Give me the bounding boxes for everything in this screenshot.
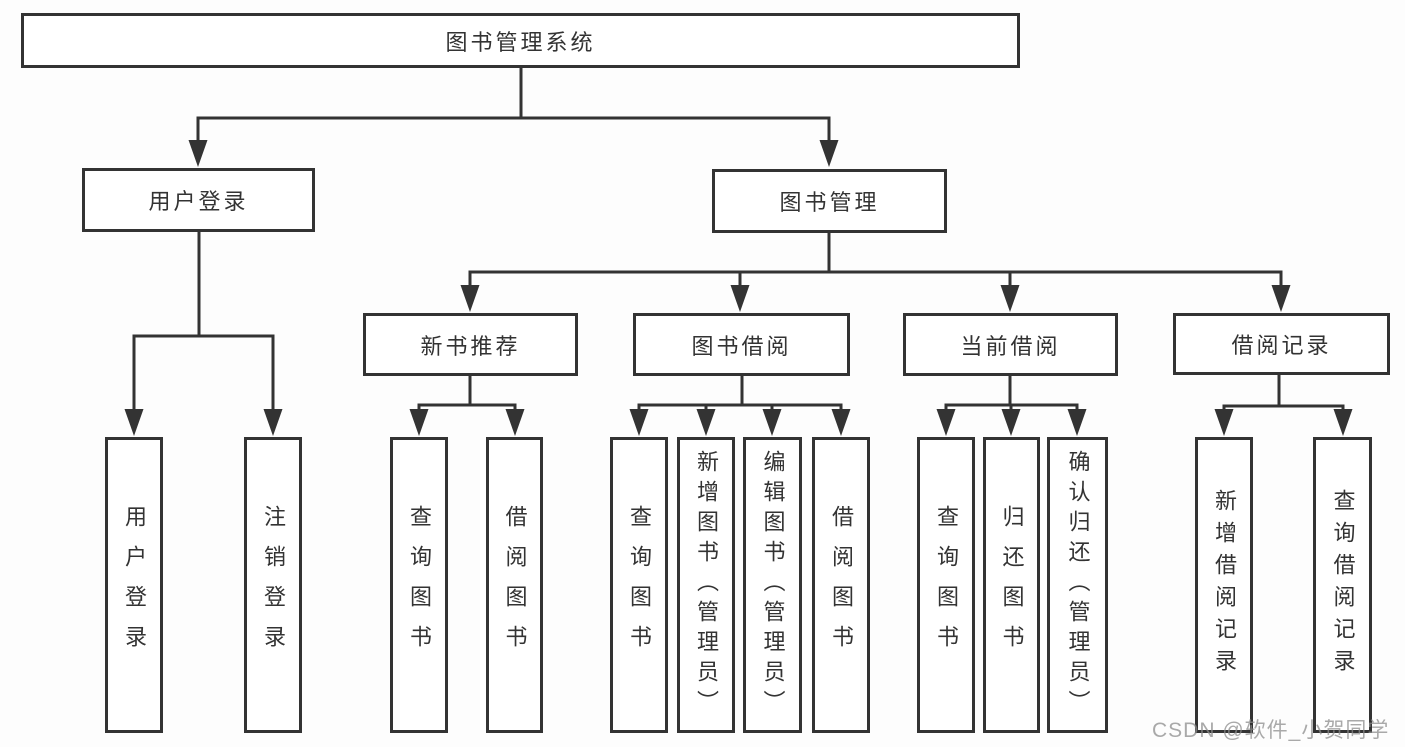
node-new-book-recommend-label: 新书推荐 — [420, 333, 521, 359]
leaf-add-borrow-record: 新增借阅记录 — [1195, 437, 1253, 733]
node-library-management-system-label: 图书管理系统 — [445, 29, 596, 55]
node-library-management-system: 图书管理系统 — [21, 13, 1020, 68]
leaf-query-books-recommend-label: 查询图书 — [407, 505, 432, 665]
csdn-watermark: CSDN @软件_小贺同学 — [1152, 719, 1390, 742]
leaf-borrow-books: 借阅图书 — [812, 437, 870, 733]
node-borrowing-records: 借阅记录 — [1173, 313, 1390, 375]
leaf-add-borrow-record-label: 新增借阅记录 — [1212, 489, 1237, 681]
node-book-borrowing-label: 图书借阅 — [691, 333, 792, 359]
leaf-query-books-borrowing-label: 查询图书 — [627, 505, 652, 665]
leaf-query-books-borrowing: 查询图书 — [610, 437, 668, 733]
leaf-user-login: 用户登录 — [105, 437, 163, 733]
leaf-add-book-admin: 新增图书（管理员） — [677, 437, 735, 733]
node-borrowing-records-label: 借阅记录 — [1231, 333, 1332, 358]
leaf-logout-label: 注销登录 — [261, 505, 286, 665]
node-user-login: 用户登录 — [82, 168, 315, 232]
leaf-query-books-current-label: 查询图书 — [934, 505, 959, 665]
node-book-management-label: 图书管理 — [779, 190, 880, 215]
node-book-management: 图书管理 — [712, 169, 947, 233]
node-current-borrowing-label: 当前借阅 — [960, 333, 1061, 359]
leaf-logout: 注销登录 — [244, 437, 302, 733]
node-book-borrowing: 图书借阅 — [633, 313, 850, 376]
leaf-borrow-books-recommend-label: 借阅图书 — [502, 505, 528, 665]
leaf-return-books-label: 归还图书 — [999, 505, 1025, 665]
leaf-query-borrow-record: 查询借阅记录 — [1313, 437, 1372, 733]
leaf-confirm-return-admin-label: 确认归还（管理员） — [1065, 450, 1091, 720]
leaf-borrow-books-recommend: 借阅图书 — [486, 437, 543, 733]
leaf-add-book-admin-label: 新增图书（管理员） — [694, 450, 719, 720]
leaf-confirm-return-admin: 确认归还（管理员） — [1047, 437, 1108, 733]
node-new-book-recommend: 新书推荐 — [363, 313, 578, 376]
node-user-login-label: 用户登录 — [148, 189, 249, 214]
leaf-borrow-books-label: 借阅图书 — [829, 505, 854, 665]
leaf-return-books: 归还图书 — [983, 437, 1040, 733]
node-current-borrowing: 当前借阅 — [903, 313, 1118, 376]
leaf-edit-book-admin-label: 编辑图书（管理员） — [760, 450, 786, 720]
leaf-user-login-label: 用户登录 — [122, 505, 147, 665]
leaf-query-borrow-record-label: 查询借阅记录 — [1330, 489, 1356, 681]
leaf-query-books-current: 查询图书 — [917, 437, 975, 733]
leaf-query-books-recommend: 查询图书 — [390, 437, 448, 733]
leaf-edit-book-admin: 编辑图书（管理员） — [743, 437, 802, 733]
